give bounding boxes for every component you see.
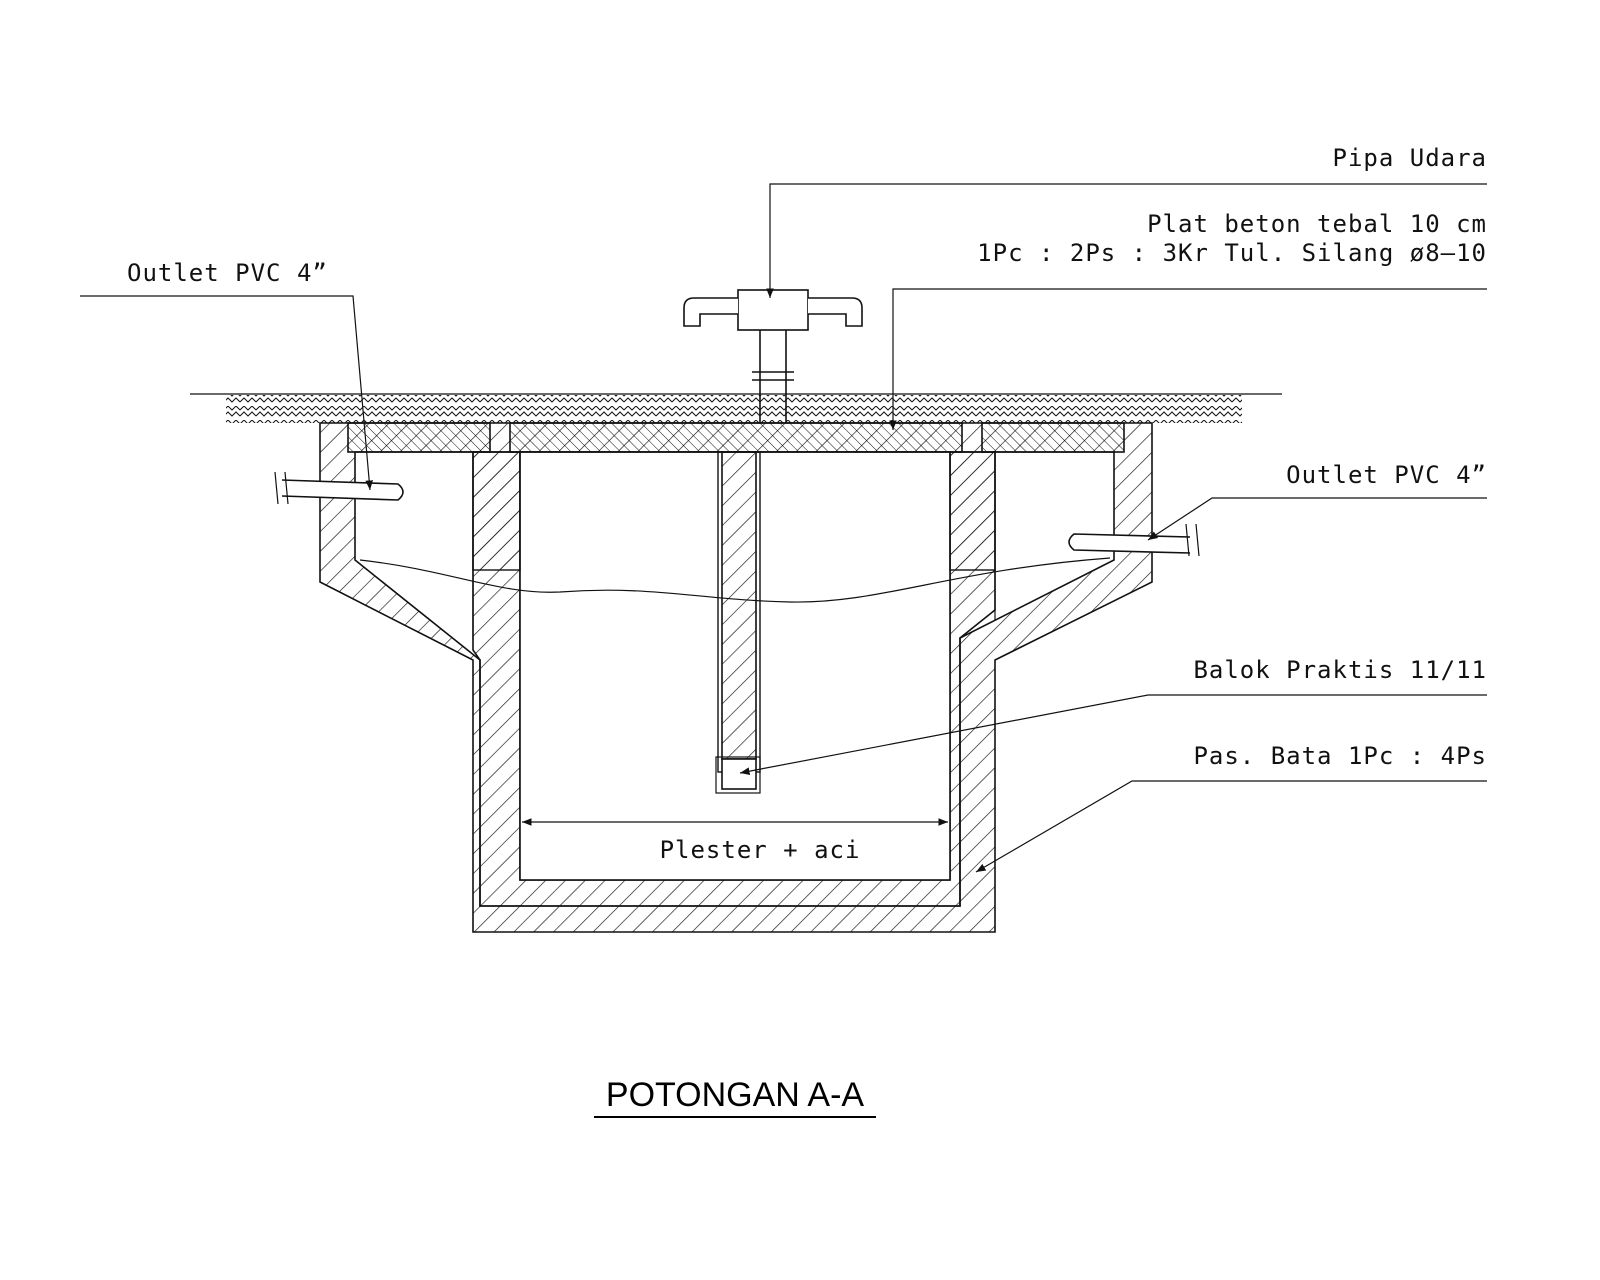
baffle-wall	[715, 451, 761, 794]
label-pipa-udara: Pipa Udara	[1333, 144, 1488, 172]
liquid-level-line	[359, 557, 1111, 603]
label-plat-beton-line1: Plat beton tebal 10 cm	[1147, 210, 1487, 238]
label-outlet-right: Outlet PVC 4”	[1286, 461, 1487, 489]
outlet-pipe-right	[1068, 523, 1200, 557]
label-pas-bata: Pas. Bata 1Pc : 4Ps	[1193, 742, 1487, 770]
label-plester: Plester + aci	[660, 836, 861, 864]
ground	[190, 393, 1282, 423]
label-plat-beton-line2: 1Pc : 2Ps : 3Kr Tul. Silang ø8–10	[977, 239, 1487, 267]
label-balok-praktis: Balok Praktis 11/11	[1193, 656, 1487, 684]
air-pipe	[683, 289, 863, 423]
drawing-title: POTONGAN A-A	[606, 1076, 865, 1114]
concrete-slab	[347, 422, 1125, 453]
leader-lines	[80, 183, 1487, 873]
label-outlet-left: Outlet PVC 4”	[127, 259, 328, 287]
